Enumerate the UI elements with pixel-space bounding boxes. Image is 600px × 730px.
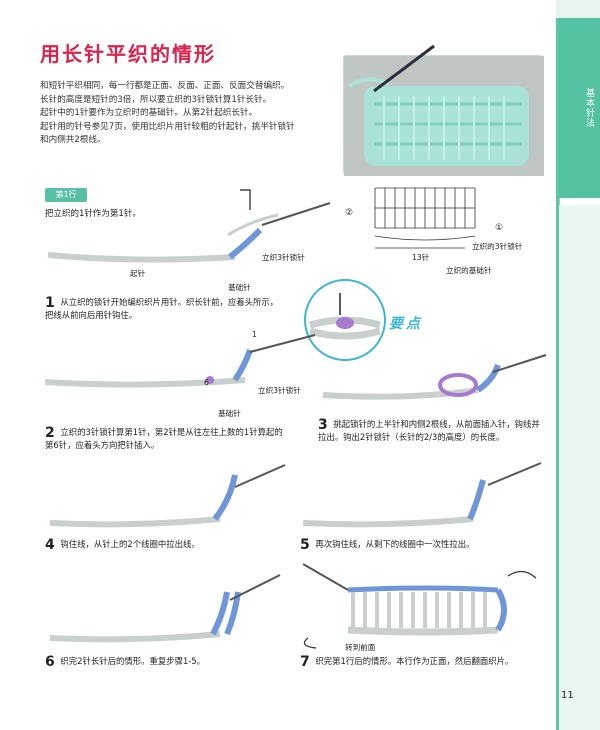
intro-line: 长针的高度是短针的3倍，所以要立织的3针锁针算1针长针。 (40, 94, 272, 105)
caption-step-7: 7 织完第1行后的情形。本行作为正面，然后翻面织片。 (300, 654, 548, 670)
caption-number: 3 (318, 417, 328, 433)
row-tag: 第1行 (45, 188, 87, 202)
caption-text: 立织的3针锁针算第1针，第2针是从往左往上数的1针算起的第6针，应着头方向把针插… (45, 427, 283, 450)
caption-text: 钩住线，从针上的2个线圈中拉出线。 (60, 539, 200, 549)
caption-text: 织完第1行后的情形。本行作为正面，然后翻面织片。 (315, 656, 514, 666)
page-title: 用长针平织的情形 (40, 42, 216, 66)
caption-number: 1 (45, 295, 55, 311)
caption-number: 4 (45, 537, 55, 553)
page-number: 11 (561, 690, 574, 701)
intro-line: 和内侧共2根线。 (40, 135, 106, 145)
label-chain: 起针 (130, 269, 146, 278)
label-chain3-standing: 立织的3针锁针 (472, 242, 523, 251)
caption-step-4: 4 钩住线，从针上的2个线圈中拉出线。 (45, 537, 285, 553)
label-chain3-fig1: 立织3针锁针 (262, 253, 305, 262)
side-tab-basic-stitches[interactable] (559, 18, 600, 198)
caption-number: 7 (300, 654, 310, 670)
label-mark-6: 6 (204, 378, 209, 387)
caption-number: 6 (45, 654, 55, 670)
figure-6-illustration (49, 574, 281, 643)
keypoint-label: 要点 (389, 316, 423, 332)
caption-step-2: 2 立织的3针锁针算第1针，第2针是从往左往上数的1针算起的第6针，应着头方向把… (45, 426, 285, 451)
swatch-photo (343, 44, 544, 176)
swatch-photo-illustration (344, 44, 544, 176)
caption-text: 再次钩住线，从剩下的线圈中一次性拉出。 (315, 539, 475, 549)
caption-step-3: 3 挑起锁针的上半针和内侧2根线，从前面插入针，钩线并拉出。钩出2针锁针（长针的… (318, 418, 543, 443)
label-base-stitch-fig2: 基础针 (218, 409, 241, 418)
side-strip-top (556, 0, 600, 18)
caption-step-5: 5 再次钩住线，从剩下的线圈中一次性拉出。 (300, 537, 540, 553)
side-tab-label: 基本针法 (584, 88, 594, 128)
row-subtitle: 把立织的1针作为第1针。 (45, 209, 141, 219)
label-chain3-fig2: 立织3针锁针 (258, 386, 301, 395)
label-turn-front: 转到前面 (345, 643, 376, 652)
label-base-stitch-fig1: 基础针 (228, 283, 251, 292)
figure-2-illustration (44, 334, 316, 388)
diagram-label-2: ② (345, 208, 353, 218)
label-13-stitches: 13针 (412, 253, 430, 262)
intro-line: 起针中的1针要作为立织时的基础针。从第2针起织长针。 (40, 108, 258, 118)
figure-7-illustration (302, 563, 537, 649)
side-tab-lower (559, 205, 600, 730)
figure-5-illustration (302, 462, 542, 528)
intro-line: 和短针平织相同，每一行都是正面、反面、正面、反面交替编织。 (40, 81, 290, 91)
caption-text: 织完2针长针后的情形。重复步骤1-5。 (60, 656, 206, 666)
caption-step-1: 1 从立织的锁针开始编织织片用针。织长针前，应着头所示，把线从前向后用针钩住。 (45, 296, 285, 321)
caption-number: 2 (45, 425, 55, 441)
caption-text: 从立织的锁针开始编织织片用针。织长针前，应着头所示，把线从前向后用针钩住。 (45, 297, 279, 320)
intro-text: 和短针平织相同，每一行都是正面、反面、正面、反面交替编织。 长针的高度是短针的3… (40, 80, 350, 148)
intro-line: 起针用的针号参见7页，使用比织片用针较粗的针起针，挑半针锁针 (40, 121, 295, 132)
stitch-symbol-chart: ② ① (345, 187, 503, 249)
figure-3-illustration (322, 354, 547, 400)
caption-number: 5 (300, 537, 310, 553)
label-mark-1: 1 (252, 330, 257, 339)
figure-1-illustration (47, 189, 331, 263)
caption-text: 挑起锁针的上半针和内侧2根线，从前面插入针，钩线并拉出。钩出2针锁针（长针的2/… (318, 419, 540, 442)
figure-4-illustration (49, 464, 286, 528)
label-base-stitch: 立织的基础针 (446, 266, 492, 275)
diagram-label-1: ① (495, 223, 503, 233)
caption-step-6: 6 织完2针长针后的情形。重复步骤1-5。 (45, 654, 285, 670)
keypoint-magnifier (304, 279, 386, 361)
